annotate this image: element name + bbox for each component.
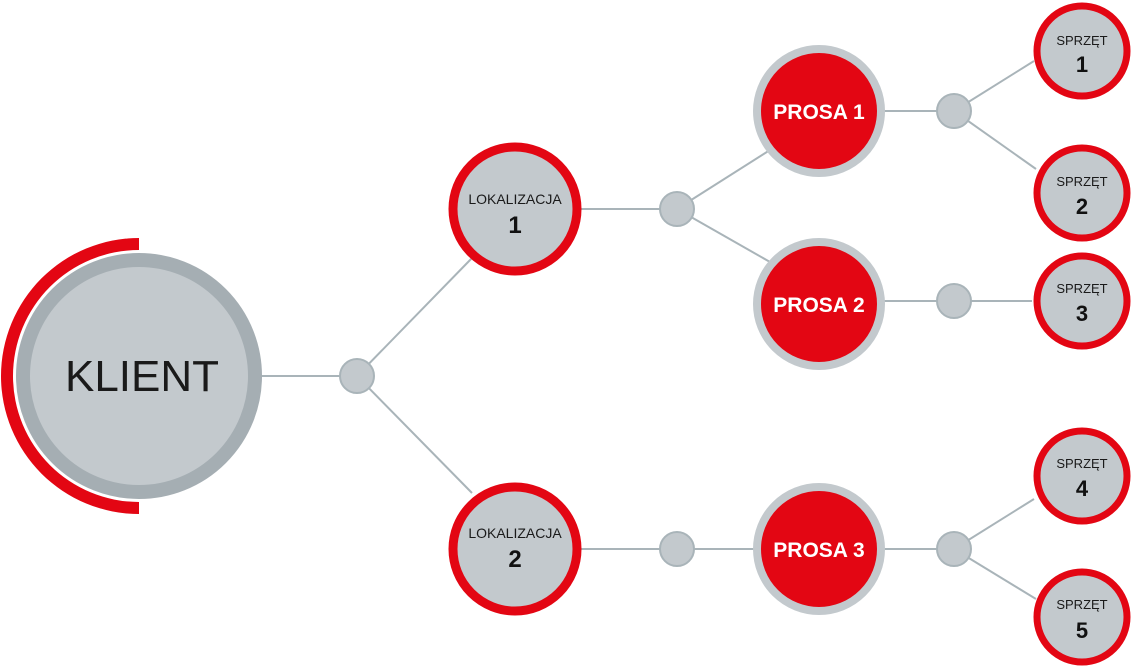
request-circle [753, 483, 885, 615]
request-node-1: PROSA 1 [753, 45, 885, 177]
location-node-1: LOKALIZACJA 1 [448, 142, 582, 276]
equipment-title: SPRZĘT [1056, 281, 1107, 296]
equipment-title: SPRZĘT [1056, 33, 1107, 48]
connector [356, 375, 473, 494]
equipment-node-1: SPRZĘT 1 [1033, 2, 1131, 100]
location-title: LOKALIZACJA [468, 525, 562, 541]
junction-dot [659, 531, 695, 567]
equipment-circle [1033, 427, 1131, 525]
equipment-circle [1033, 144, 1131, 242]
equipment-node-2: SPRZĘT 2 [1033, 144, 1131, 242]
junction-dot [659, 191, 695, 227]
junction-dot [936, 93, 972, 129]
equipment-title: SPRZĘT [1056, 174, 1107, 189]
equipment-title: SPRZĘT [1056, 597, 1107, 612]
location-title: LOKALIZACJA [468, 191, 562, 207]
equipment-title: SPRZĘT [1056, 456, 1107, 471]
request-circle [753, 45, 885, 177]
junctions [339, 93, 972, 567]
location-number: 2 [508, 546, 521, 573]
connector [676, 149, 771, 210]
equipment-node-3: SPRZĘT 3 [1033, 252, 1131, 350]
equipment-node-5: SPRZĘT 5 [1033, 568, 1131, 666]
equipment-number: 4 [1076, 476, 1089, 501]
request-circle [753, 238, 885, 370]
equipment-number: 1 [1076, 52, 1088, 77]
junction-dot [936, 531, 972, 567]
equipment-circle [1033, 2, 1131, 100]
equipment-number: 5 [1076, 618, 1088, 643]
junction-dot [936, 283, 972, 319]
request-node-2: PROSA 2 [753, 238, 885, 370]
request-node-3: PROSA 3 [753, 483, 885, 615]
location-circle [448, 142, 582, 276]
client-node: KLIENT [1, 238, 262, 514]
client-circle [16, 253, 262, 499]
equipment-circle [1033, 568, 1131, 666]
equipment-node-4: SPRZĘT 4 [1033, 427, 1131, 525]
request-label: PROSA 2 [773, 294, 864, 317]
location-circle [448, 482, 582, 616]
client-label: KLIENT [65, 352, 219, 401]
equipment-number: 2 [1076, 194, 1088, 219]
location-number: 1 [508, 212, 521, 239]
location-node-2: LOKALIZACJA 2 [448, 482, 582, 616]
equipment-circle [1033, 252, 1131, 350]
connector [356, 257, 473, 377]
request-label: PROSA 1 [773, 101, 865, 124]
equipment-number: 3 [1076, 301, 1088, 326]
junction-dot [339, 358, 375, 394]
connectors [258, 60, 1037, 600]
request-label: PROSA 3 [773, 539, 864, 562]
